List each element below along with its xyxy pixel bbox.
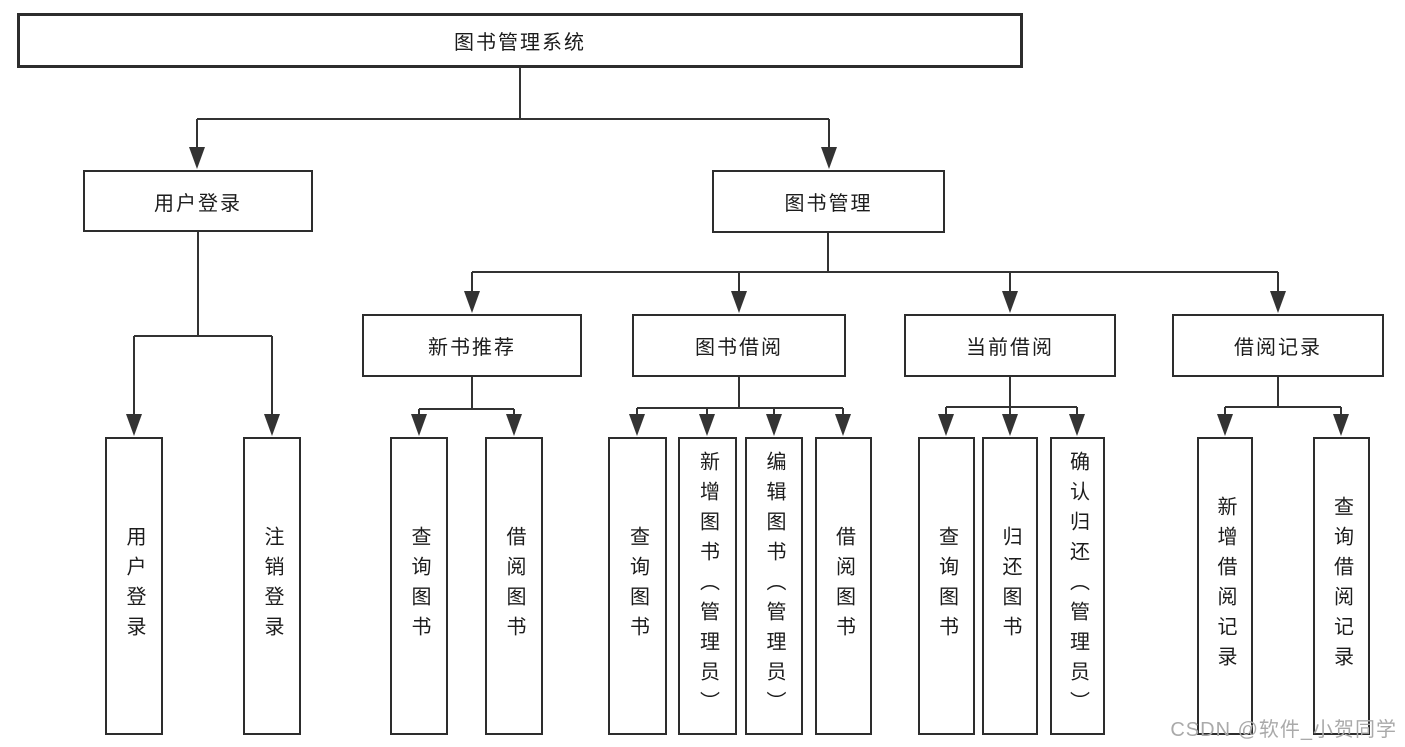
node-book-borrow-label: 图书借阅 xyxy=(695,337,783,359)
node-borrow-records: 借阅记录 xyxy=(1172,314,1384,377)
leaf-current-query-label: 查询图书 xyxy=(935,526,958,646)
node-user-login-label: 用户登录 xyxy=(154,192,242,215)
node-book-management: 图书管理 xyxy=(712,170,945,233)
connector-root-to-level2 xyxy=(195,68,831,150)
node-new-book-recommend: 新书推荐 xyxy=(362,314,582,377)
connector-borrowrecords-to-leaves xyxy=(1223,377,1343,417)
leaf-borrow-edit-admin-label: 编辑图书（管理员） xyxy=(763,451,785,721)
leaf-borrow-edit-admin: 编辑图书（管理员） xyxy=(745,437,803,735)
leaf-current-return-label: 归还图书 xyxy=(999,526,1021,646)
leaf-newbooks-borrow-label: 借阅图书 xyxy=(503,526,525,646)
leaf-current-return: 归还图书 xyxy=(982,437,1038,735)
node-book-borrow: 图书借阅 xyxy=(632,314,846,377)
connector-bookborrow-to-leaves xyxy=(635,377,845,417)
node-user-login: 用户登录 xyxy=(83,170,313,232)
node-borrow-records-label: 借阅记录 xyxy=(1234,337,1322,359)
leaf-records-add: 新增借阅记录 xyxy=(1197,437,1253,735)
connector-newbooks-to-leaves xyxy=(417,377,516,417)
node-current-borrow-label: 当前借阅 xyxy=(966,337,1054,359)
leaf-records-add-label: 新增借阅记录 xyxy=(1214,496,1236,676)
leaf-borrow-query: 查询图书 xyxy=(608,437,667,735)
node-book-management-label: 图书管理 xyxy=(784,193,873,215)
node-root-label: 图书管理系统 xyxy=(454,32,586,54)
leaf-user-login-label: 用户登录 xyxy=(123,526,145,646)
connector-bookmgmt-to-level3 xyxy=(470,233,1280,294)
leaf-newbooks-query: 查询图书 xyxy=(390,437,448,735)
leaf-borrow-add-admin: 新增图书（管理员） xyxy=(678,437,737,735)
leaf-borrow-query-label: 查询图书 xyxy=(626,526,649,646)
node-current-borrow: 当前借阅 xyxy=(904,314,1116,377)
leaf-user-login: 用户登录 xyxy=(105,437,163,735)
leaf-current-confirm-admin: 确认归还（管理员） xyxy=(1050,437,1105,735)
leaf-logout: 注销登录 xyxy=(243,437,301,735)
node-new-book-recommend-label: 新书推荐 xyxy=(428,337,516,359)
leaf-records-query-label: 查询借阅记录 xyxy=(1330,496,1353,676)
leaf-newbooks-borrow: 借阅图书 xyxy=(485,437,543,735)
leaf-logout-label: 注销登录 xyxy=(261,526,283,646)
leaf-current-confirm-admin-label: 确认归还（管理员） xyxy=(1066,451,1089,721)
leaf-borrow-add-admin-label: 新增图书（管理员） xyxy=(696,451,719,721)
node-root: 图书管理系统 xyxy=(17,13,1023,68)
csdn-watermark: CSDN @软件_小贺同学 xyxy=(1170,719,1397,741)
leaf-records-query: 查询借阅记录 xyxy=(1313,437,1370,735)
connector-currentborrow-to-leaves xyxy=(944,377,1079,417)
leaf-borrow-book-label: 借阅图书 xyxy=(832,526,855,646)
leaf-borrow-book: 借阅图书 xyxy=(815,437,872,735)
connector-userlogin-to-leaves xyxy=(132,232,274,417)
leaf-newbooks-query-label: 查询图书 xyxy=(408,526,430,646)
leaf-current-query: 查询图书 xyxy=(918,437,975,735)
